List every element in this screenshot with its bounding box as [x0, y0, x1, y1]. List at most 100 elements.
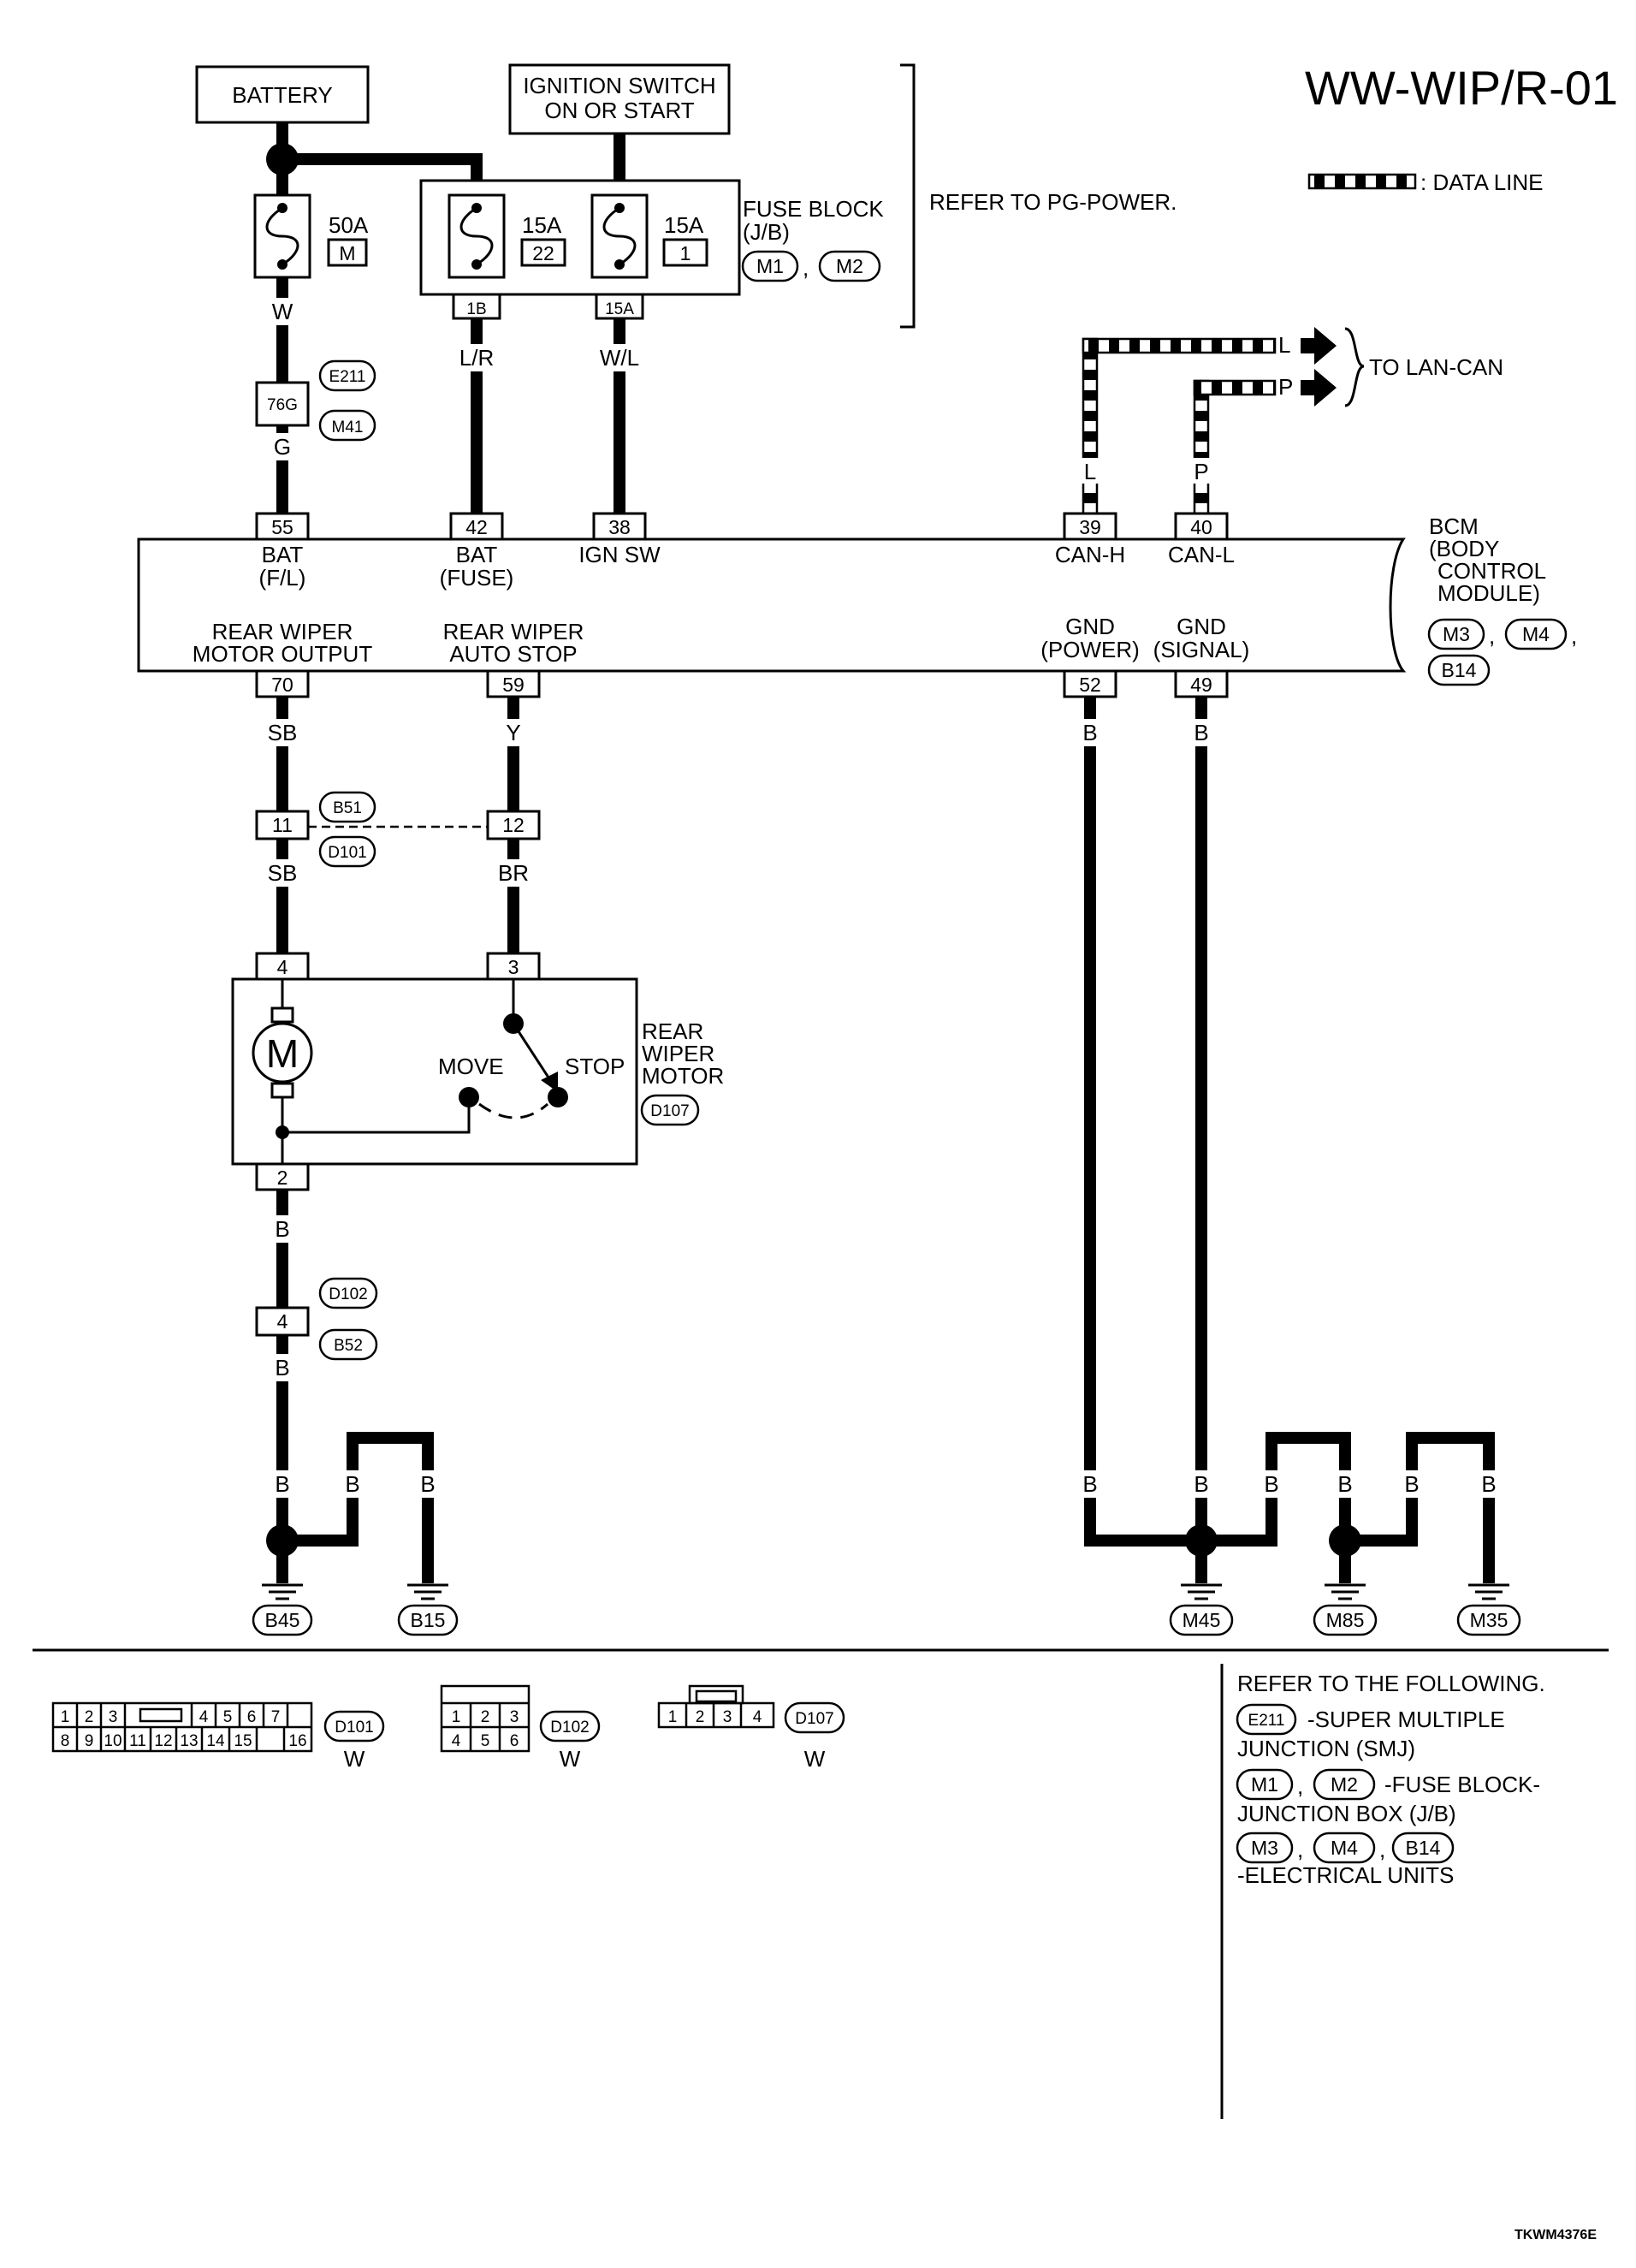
d107-color: W [804, 1746, 826, 1772]
motor-pin-4: 4 [277, 956, 288, 978]
d101-pin-9: 9 [85, 1732, 94, 1750]
wire-b-m5: B [1404, 1471, 1419, 1497]
bcm-comma-2: , [1571, 623, 1577, 649]
bcm-pin-39: 39 [1079, 516, 1101, 538]
switch-move: MOVE [438, 1054, 504, 1079]
ground-m85-label: M85 [1326, 1609, 1365, 1631]
wire-sb-2: SB [268, 860, 298, 886]
d102-pin-2: 2 [481, 1708, 490, 1726]
jc1-pin-11: 11 [272, 814, 293, 836]
motor-conn-d107: D107 [650, 1102, 689, 1120]
motor-name-3: MOTOR [642, 1063, 724, 1089]
bcm-pin-40: 40 [1190, 516, 1212, 538]
ground-b45-label: B45 [265, 1609, 300, 1631]
fuse-terminal-1b: 1B [466, 300, 486, 318]
refer-jb-1: -FUSE BLOCK- [1384, 1772, 1540, 1797]
refer-m1: M1 [1251, 1773, 1278, 1796]
ground-m35: M35 [1456, 1583, 1521, 1636]
fuse-block-conn-m1: M1 [756, 255, 784, 277]
bcm-can-h: CAN-H [1055, 542, 1125, 567]
refer-heading: REFER TO THE FOLLOWING. [1237, 1671, 1545, 1696]
battery: BATTERY [195, 65, 370, 124]
d102-pin-1: 1 [452, 1708, 461, 1726]
junction-b51-d101: 11 12 B51 D101 [255, 791, 541, 868]
diagram-code: TKWM4376E [1514, 2228, 1597, 2242]
jc2-conn-d102: D102 [329, 1285, 367, 1303]
fuse-1-id: 1 [680, 242, 691, 264]
wire-b-gnd-2: B [345, 1471, 359, 1497]
fuse-1-amp: 15A [664, 212, 704, 238]
bcm-can-l: CAN-L [1168, 542, 1235, 567]
wire-b-m6: B [1481, 1471, 1496, 1497]
wire-b-m1: B [1082, 1471, 1097, 1497]
wire-b-m2: B [1194, 1471, 1208, 1497]
d101-pin-12: 12 [154, 1732, 172, 1750]
wire-p-can: P [1194, 459, 1208, 484]
jc1-pin-12: 12 [502, 814, 525, 836]
switch-stop: STOP [565, 1054, 625, 1079]
ignition-line2: ON OR START [544, 98, 694, 123]
switch-move-contact [459, 1087, 479, 1107]
refer-m4: M4 [1331, 1837, 1358, 1859]
lan-can-l: L [1278, 332, 1290, 358]
fuse-terminal-15a: 15A [605, 300, 634, 318]
bcm-rear-stop-1: REAR WIPER [443, 619, 584, 644]
d101-pin-14: 14 [206, 1732, 225, 1750]
refer-eu: -ELECTRICAL UNITS [1237, 1862, 1454, 1888]
bcm-name-1: BCM [1429, 514, 1479, 539]
diagram-title: WW-WIP/R-01 [1305, 61, 1618, 115]
ground-m85: M85 [1313, 1583, 1378, 1636]
data-line-legend: : DATA LINE [1307, 169, 1544, 195]
bcm-bat-fuse-1: BAT [456, 542, 498, 567]
jc2-pin-4: 4 [277, 1310, 288, 1333]
wire-b-gnd-3: B [420, 1471, 435, 1497]
wire-l-can: L [1084, 459, 1096, 484]
bcm-pin-52: 52 [1079, 674, 1101, 696]
d101-pin-13: 13 [180, 1732, 198, 1750]
bcm-pin-70: 70 [271, 674, 293, 696]
refer-pg-power: REFER TO PG-POWER. [929, 189, 1177, 215]
d101-pin-15: 15 [234, 1732, 252, 1750]
d102-color: W [560, 1746, 581, 1772]
d107-pin-1: 1 [668, 1708, 678, 1726]
smj-connector: 76G E211 M41 [255, 359, 376, 442]
lan-can-p: P [1278, 374, 1293, 400]
d101-pin-10: 10 [104, 1732, 122, 1750]
refer-comma-1: , [1297, 1773, 1303, 1799]
ground-b15: B15 [397, 1583, 459, 1636]
wire-b-m4: B [1337, 1471, 1352, 1497]
d101-name: D101 [335, 1719, 373, 1737]
d101-pin-5: 5 [223, 1708, 233, 1726]
bcm-bat-fuse-2: (FUSE) [440, 565, 514, 591]
refer-comma-3: , [1379, 1837, 1385, 1862]
refer-m2: M2 [1331, 1773, 1358, 1796]
bcm-ign-sw: IGN SW [578, 542, 661, 567]
ground-b45: B45 [252, 1583, 313, 1636]
battery-label: BATTERY [232, 82, 333, 108]
wire-b-m3: B [1264, 1471, 1278, 1497]
d101-color: W [344, 1746, 365, 1772]
jc1-conn-b51: B51 [333, 799, 362, 817]
wire-g: G [274, 434, 291, 460]
refer-jb-2: JUNCTION BOX (J/B) [1237, 1801, 1456, 1826]
refer-b14: B14 [1406, 1837, 1441, 1859]
wire-lr: L/R [459, 345, 494, 371]
fuse-block: 15A 22 15A 1 1B 15A [419, 179, 741, 320]
bcm-gnd-power-2: (POWER) [1040, 637, 1140, 662]
bcm-gnd-power-1: GND [1065, 614, 1115, 639]
switch-stop-contact [548, 1087, 568, 1107]
junction-d102-b52: 4 D102 B52 [255, 1277, 378, 1361]
fusible-link-50a: 50A M [253, 193, 369, 279]
d102-name: D102 [550, 1719, 589, 1737]
motor-pin-2: 2 [277, 1167, 288, 1189]
refer-comma-2: , [1297, 1837, 1303, 1862]
bcm-conn-b14: B14 [1442, 659, 1477, 681]
ground-m35-label: M35 [1470, 1609, 1509, 1631]
d101-pin-3: 3 [109, 1708, 118, 1726]
ground-b15-label: B15 [411, 1609, 446, 1631]
ignition-switch: IGNITION SWITCH ON OR START [508, 63, 731, 135]
bcm: 55 42 38 39 40 BAT (F/L) BAT (FUSE) IGN … [137, 512, 1407, 698]
fuse-block-conn-m2: M2 [836, 255, 863, 277]
bcm-pin-38: 38 [608, 516, 631, 538]
motor-name-1: REAR [642, 1018, 703, 1044]
